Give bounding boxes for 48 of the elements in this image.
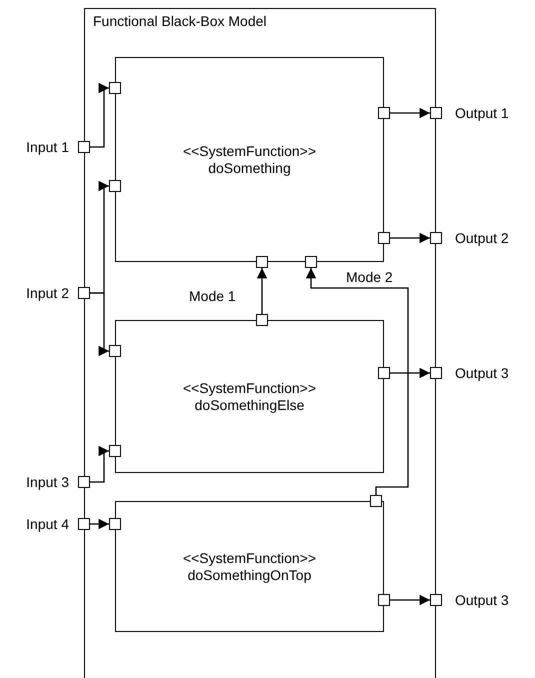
stereotype-label: <<SystemFunction>> bbox=[182, 142, 316, 160]
port-label: Output 3 bbox=[454, 365, 510, 381]
edge-label: Mode 1 bbox=[188, 288, 237, 304]
stereotype-label: <<SystemFunction>> bbox=[182, 550, 316, 566]
port-square bbox=[78, 141, 90, 153]
port-square bbox=[78, 476, 90, 488]
arrow bbox=[390, 108, 430, 118]
function-name: doSomethingElse bbox=[194, 396, 304, 414]
arrow bbox=[256, 268, 268, 314]
port-label: Input 3 bbox=[25, 474, 70, 490]
arrow bbox=[306, 268, 409, 495]
arrow bbox=[90, 446, 109, 483]
port-square bbox=[256, 314, 268, 326]
function-name: doSomething bbox=[208, 160, 291, 176]
port-square bbox=[378, 367, 390, 379]
arrow bbox=[90, 518, 109, 530]
frame-title: Functional Black-Box Model bbox=[92, 13, 268, 29]
port-square bbox=[378, 107, 390, 119]
port-label: Input 4 bbox=[25, 516, 70, 532]
edge-label: Mode 2 bbox=[345, 269, 394, 285]
function-name: doSomethingOnTop bbox=[188, 566, 312, 584]
port-square bbox=[109, 518, 121, 530]
port-square bbox=[109, 345, 121, 357]
port-square bbox=[109, 82, 121, 94]
port-square bbox=[78, 287, 90, 299]
arrow bbox=[390, 232, 430, 244]
port-label: Input 1 bbox=[25, 139, 70, 155]
arrow bbox=[390, 594, 430, 606]
port-square bbox=[430, 232, 442, 244]
port-label: Input 2 bbox=[25, 285, 70, 301]
port-square bbox=[109, 180, 121, 192]
port-label: Output 3 bbox=[454, 592, 510, 608]
port-square bbox=[378, 594, 390, 606]
port-label: Output 1 bbox=[454, 105, 510, 121]
arrow bbox=[390, 368, 430, 378]
port-square bbox=[430, 367, 442, 379]
port-label: Output 2 bbox=[454, 230, 510, 246]
port-square bbox=[430, 107, 442, 119]
arrow bbox=[90, 82, 109, 148]
stereotype-label: <<SystemFunction>> bbox=[182, 380, 316, 396]
port-square bbox=[109, 445, 121, 457]
port-square bbox=[378, 232, 390, 244]
arrow bbox=[90, 292, 109, 356]
port-square bbox=[78, 518, 90, 530]
port-square bbox=[370, 495, 382, 507]
port-square bbox=[256, 256, 268, 268]
port-square bbox=[430, 594, 442, 606]
port-square bbox=[305, 256, 317, 268]
